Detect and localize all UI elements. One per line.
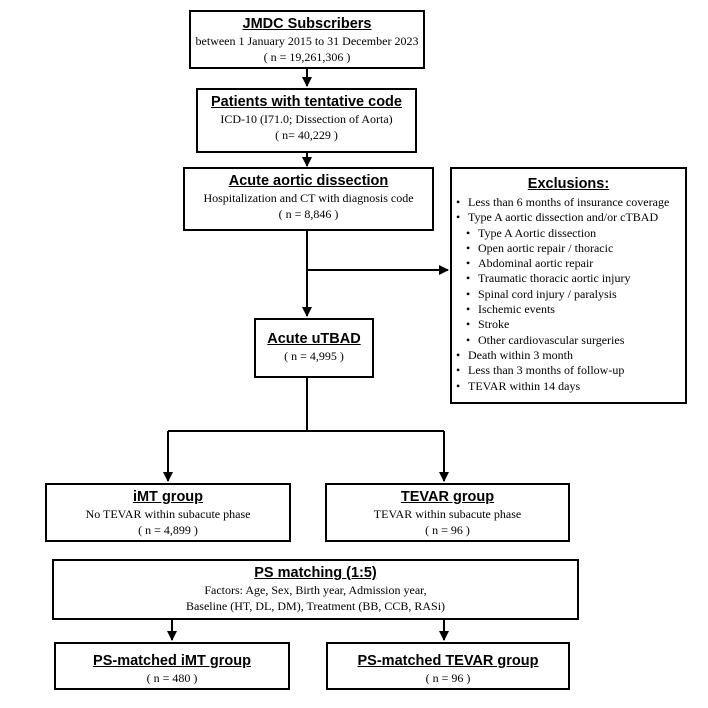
acute-ad-title: Acute aortic dissection: [228, 173, 389, 189]
tevar-criteria: TEVAR within subacute phase: [373, 507, 522, 521]
jmdc-title: JMDC Subscribers: [242, 16, 372, 32]
tevar-title: TEVAR group: [400, 489, 495, 505]
exclusion-text: Abdominal aortic repair: [478, 256, 594, 271]
exclusions-title: Exclusions:: [527, 176, 610, 192]
tentative-title: Patients with tentative code: [211, 94, 402, 110]
imt-criteria: No TEVAR within subacute phase: [85, 507, 251, 521]
tevar-count: ( n = 96 ): [425, 523, 470, 537]
jmdc-period: between 1 January 2015 to 31 December 20…: [195, 34, 419, 48]
jmdc-count: ( n = 19,261,306 ): [263, 50, 351, 64]
box-ps-matching: PS matching (1:5) Factors: Age, Sex, Bir…: [52, 559, 579, 620]
exclusion-text: Stroke: [478, 317, 510, 332]
utbad-count: ( n = 4,995 ): [284, 349, 344, 363]
exclusion-sub-item: • Traumatic thoracic aortic injury: [456, 271, 685, 286]
bullet-icon: •: [466, 256, 471, 271]
ps-imt-title: PS-matched iMT group: [93, 653, 251, 669]
box-tentative-code: Patients with tentative code ICD-10 (I71…: [196, 88, 417, 153]
acute-ad-count: ( n = 8,846 ): [278, 207, 339, 221]
exclusion-text: Type A Aortic dissection: [478, 225, 597, 240]
box-acute-aortic-dissection: Acute aortic dissection Hospitalization …: [183, 167, 434, 231]
exclusion-sub-item: • Ischemic events: [456, 302, 685, 317]
exclusion-sub-item: • Other cardiovascular surgeries: [456, 333, 685, 348]
exclusion-text: TEVAR within 14 days: [468, 378, 581, 393]
box-acute-utbad: Acute uTBAD ( n = 4,995 ): [254, 318, 374, 378]
imt-count: ( n = 4,899 ): [138, 523, 198, 537]
exclusion-sub-item: • Open aortic repair / thoracic: [456, 241, 685, 256]
bullet-icon: •: [466, 317, 471, 332]
exclusion-text: Death within 3 month: [468, 347, 573, 362]
box-ps-matched-tevar: PS-matched TEVAR group ( n = 96 ): [326, 642, 570, 690]
exclusion-item: • Less than 6 months of insurance coverag…: [456, 195, 685, 210]
exclusion-text: Traumatic thoracic aortic injury: [478, 271, 631, 286]
box-tevar-group: TEVAR group TEVAR within subacute phase …: [325, 483, 570, 542]
exclusion-text: Ischemic events: [478, 302, 555, 317]
ps-tevar-count: ( n = 96 ): [425, 671, 471, 685]
bullet-icon: •: [456, 210, 461, 225]
exclusion-text: Spinal cord injury / paralysis: [478, 286, 617, 301]
tentative-criteria: ICD-10 (I71.0; Dissection of Aorta): [220, 112, 393, 126]
bullet-icon: •: [466, 271, 471, 286]
exclusion-item: • TEVAR within 14 days: [456, 379, 685, 394]
bullet-icon: •: [466, 225, 471, 240]
exclusion-item: • Type A aortic dissection and/or cTBAD: [456, 210, 685, 225]
bullet-icon: •: [456, 347, 461, 362]
tentative-count: ( n= 40,229 ): [275, 128, 338, 142]
acute-ad-criteria: Hospitalization and CT with diagnosis co…: [203, 191, 414, 205]
bullet-icon: •: [456, 195, 461, 209]
bullet-icon: •: [466, 332, 471, 347]
ps-title: PS matching (1:5): [254, 565, 377, 581]
bullet-icon: •: [466, 302, 471, 317]
exclusions-list: • Less than 6 months of insurance coverag…: [452, 195, 685, 394]
ps-factors-line2: Baseline (HT, DL, DM), Treatment (BB, CC…: [185, 599, 446, 613]
ps-tevar-title: PS-matched TEVAR group: [357, 653, 539, 669]
ps-imt-count: ( n = 480 ): [146, 671, 198, 685]
ps-factors-line1: Factors: Age, Sex, Birth year, Admission…: [204, 583, 427, 597]
box-ps-matched-imt: PS-matched iMT group ( n = 480 ): [54, 642, 290, 690]
exclusion-sub-item: • Abdominal aortic repair: [456, 256, 685, 271]
imt-title: iMT group: [132, 489, 204, 505]
exclusion-text: Type A aortic dissection and/or cTBAD: [468, 210, 659, 225]
exclusion-text: Open aortic repair / thoracic: [478, 240, 614, 255]
exclusion-sub-item: • Type A Aortic dissection: [456, 226, 685, 241]
bullet-icon: •: [456, 363, 461, 378]
utbad-title: Acute uTBAD: [267, 331, 361, 347]
exclusion-text: Less than 6 months of insurance coverage: [468, 195, 670, 209]
exclusion-sub-item: • Stroke: [456, 317, 685, 332]
box-imt-group: iMT group No TEVAR within subacute phase…: [45, 483, 291, 542]
exclusion-item: • Less than 3 months of follow-up: [456, 363, 685, 378]
exclusion-sub-item: • Spinal cord injury / paralysis: [456, 287, 685, 302]
bullet-icon: •: [456, 378, 461, 393]
box-exclusions: Exclusions: • Less than 6 months of insur…: [450, 167, 687, 404]
bullet-icon: •: [466, 240, 471, 255]
bullet-icon: •: [466, 286, 471, 301]
exclusion-text: Other cardiovascular surgeries: [478, 332, 625, 347]
exclusion-item: • Death within 3 month: [456, 348, 685, 363]
exclusion-text: Less than 3 months of follow-up: [468, 363, 625, 378]
box-jmdc-subscribers: JMDC Subscribers between 1 January 2015 …: [189, 10, 425, 69]
